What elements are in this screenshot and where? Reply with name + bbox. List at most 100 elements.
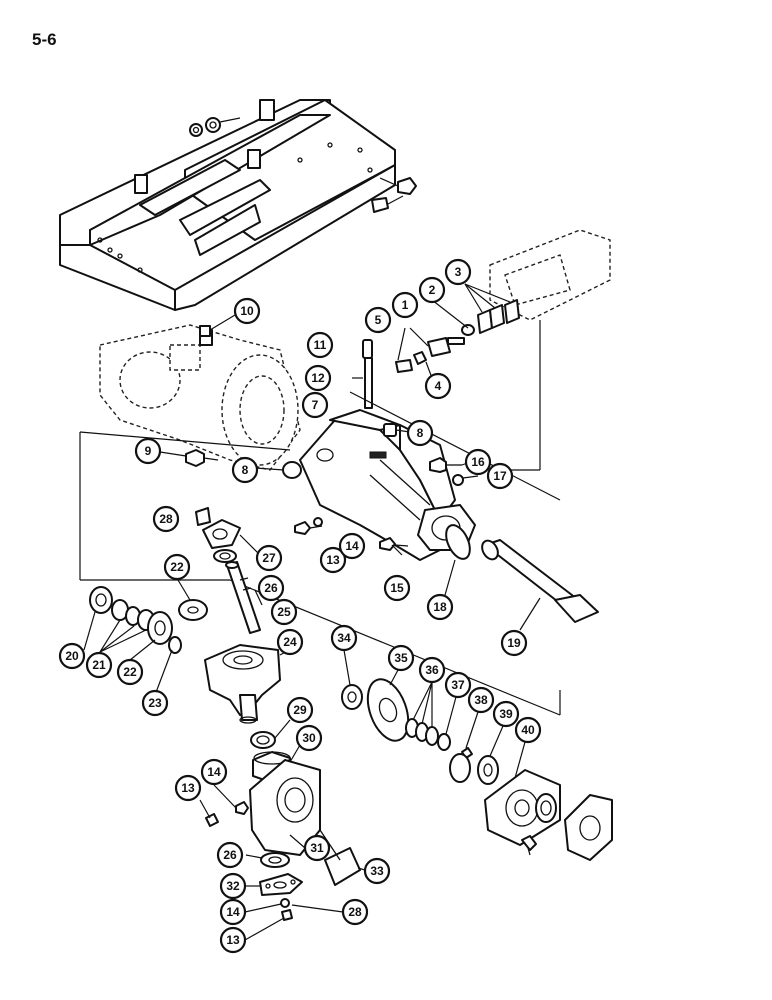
svg-text:31: 31 [310, 841, 324, 855]
svg-text:3: 3 [455, 265, 462, 279]
callout-21: 21 [85, 651, 113, 679]
callout-11: 11 [306, 331, 334, 359]
svg-text:40: 40 [521, 723, 535, 737]
callout-13a: 13 [319, 546, 347, 574]
callout-35: 35 [387, 644, 415, 672]
callout-28b: 28 [341, 898, 369, 926]
callout-8a: 8 [406, 419, 434, 447]
callout-19: 19 [500, 629, 528, 657]
svg-text:22: 22 [170, 560, 184, 574]
callout-27: 27 [255, 544, 283, 572]
svg-text:14: 14 [345, 539, 359, 553]
callout-22a: 22 [163, 553, 191, 581]
svg-text:17: 17 [493, 469, 507, 483]
svg-text:13: 13 [226, 933, 240, 947]
callout-1: 1 [391, 291, 419, 319]
callout-28a: 28 [152, 505, 180, 533]
pin-assembly [352, 339, 373, 409]
svg-text:12: 12 [311, 371, 325, 385]
svg-text:13: 13 [181, 781, 195, 795]
callout-13b: 13 [174, 774, 202, 802]
callout-38: 38 [467, 686, 495, 714]
callout-25: 25 [270, 598, 298, 626]
callout-30: 30 [295, 724, 323, 752]
svg-text:8: 8 [417, 426, 424, 440]
callout-29: 29 [286, 696, 314, 724]
callout-26b: 26 [216, 841, 244, 869]
callout-13c: 13 [219, 926, 247, 954]
svg-text:1: 1 [402, 298, 409, 312]
callout-37: 37 [444, 671, 472, 699]
callout-31: 31 [303, 834, 331, 862]
fasteners-middle [294, 517, 409, 556]
callout-22b: 22 [116, 658, 144, 686]
lower-gearbox [199, 719, 366, 941]
callout-15: 15 [383, 574, 411, 602]
callout-9: 9 [134, 437, 162, 465]
callout-8b: 8 [231, 456, 259, 484]
svg-text:9: 9 [145, 444, 152, 458]
svg-text:36: 36 [425, 663, 439, 677]
svg-text:35: 35 [394, 651, 408, 665]
callout-34: 34 [330, 624, 358, 652]
svg-text:16: 16 [471, 455, 485, 469]
linkage-parts [349, 283, 561, 501]
svg-text:37: 37 [451, 678, 465, 692]
callout-20: 20 [58, 642, 86, 670]
page-number: 5-6 [32, 30, 57, 49]
svg-text:24: 24 [283, 635, 297, 649]
svg-text:21: 21 [92, 658, 106, 672]
svg-text:28: 28 [348, 905, 362, 919]
fasteners-upper [159, 314, 479, 486]
callout-12: 12 [304, 364, 332, 392]
callout-14a: 14 [338, 532, 366, 560]
frame-assembly [59, 99, 417, 311]
callout-7: 7 [301, 391, 329, 419]
svg-text:2: 2 [429, 283, 436, 297]
callout-17: 17 [486, 462, 514, 490]
bevel-housing [204, 644, 299, 724]
svg-text:39: 39 [499, 707, 513, 721]
svg-text:5: 5 [375, 313, 382, 327]
svg-text:14: 14 [207, 765, 221, 779]
svg-text:13: 13 [326, 553, 340, 567]
svg-text:20: 20 [65, 649, 79, 663]
svg-text:32: 32 [226, 879, 240, 893]
svg-text:30: 30 [302, 731, 316, 745]
svg-text:19: 19 [507, 636, 521, 650]
svg-text:8: 8 [242, 463, 249, 477]
svg-text:14: 14 [226, 905, 240, 919]
callout-2: 2 [418, 276, 446, 304]
svg-text:22: 22 [123, 665, 137, 679]
svg-text:34: 34 [337, 631, 351, 645]
callout-33: 33 [363, 857, 391, 885]
svg-text:18: 18 [433, 600, 447, 614]
callout-14b: 14 [200, 758, 228, 786]
callout-10: 10 [233, 297, 261, 325]
svg-text:27: 27 [262, 551, 276, 565]
callout-36: 36 [418, 656, 446, 684]
svg-text:7: 7 [312, 398, 319, 412]
callout-32: 32 [219, 872, 247, 900]
svg-text:25: 25 [277, 605, 291, 619]
callout-4: 4 [424, 372, 452, 400]
callout-16: 16 [464, 448, 492, 476]
svg-text:38: 38 [474, 693, 488, 707]
output-shaft [444, 524, 599, 631]
svg-text:26: 26 [223, 848, 237, 862]
callout-18: 18 [426, 593, 454, 621]
svg-text:29: 29 [293, 703, 307, 717]
svg-text:10: 10 [240, 304, 254, 318]
svg-text:23: 23 [148, 696, 162, 710]
callout-39: 39 [492, 700, 520, 728]
svg-text:26: 26 [264, 581, 278, 595]
callout-26a: 26 [257, 574, 285, 602]
callout-24: 24 [276, 628, 304, 656]
svg-text:28: 28 [159, 512, 173, 526]
callout-5: 5 [364, 306, 392, 334]
background-frame [489, 229, 611, 471]
left-gear-stack [83, 507, 263, 696]
transmission-housing [99, 324, 301, 471]
svg-text:15: 15 [390, 581, 404, 595]
